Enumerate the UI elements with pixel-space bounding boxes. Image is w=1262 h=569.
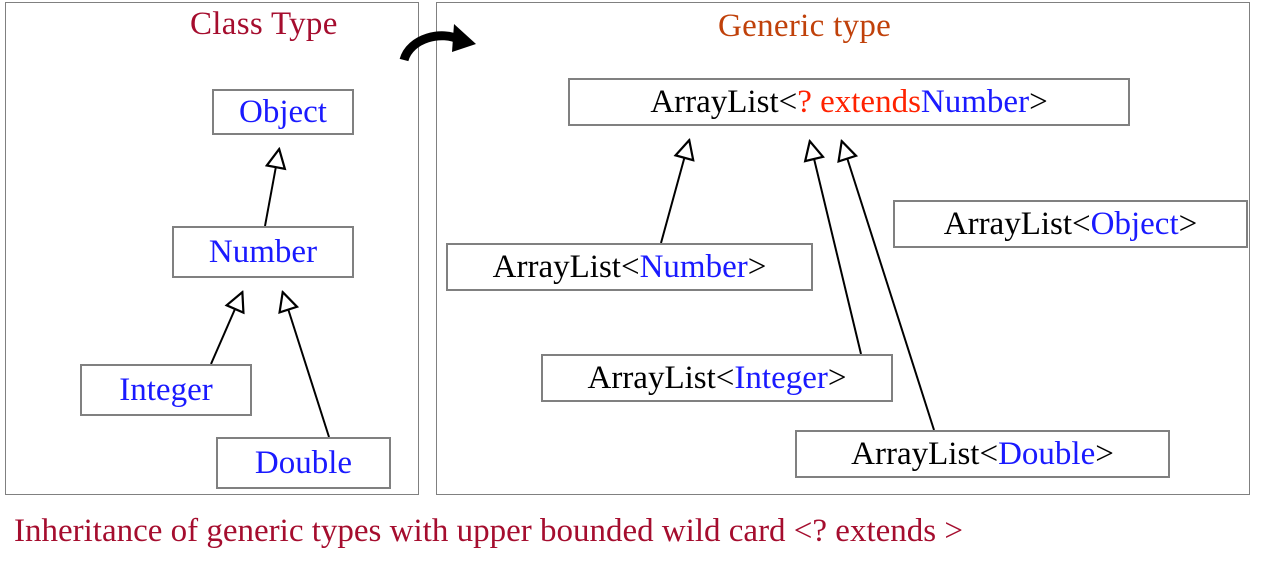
node-double-label: Double [254, 444, 353, 481]
node-arraylist-object-part-type: Object [1090, 205, 1179, 242]
panel-class-type-title: Class Type [190, 6, 338, 42]
node-object-label: Object [239, 93, 327, 130]
node-arraylist-double[interactable]: ArrayList<Double> [795, 430, 1170, 478]
node-double[interactable]: Double [216, 437, 391, 489]
node-number-label: Number [208, 233, 318, 270]
node-arraylist-integer-part-type: Integer [734, 359, 828, 396]
node-arraylist-object-part-suffix: > [1178, 205, 1198, 242]
node-object[interactable]: Object [212, 89, 354, 135]
node-wildcard-part-suffix: > [1029, 83, 1048, 120]
node-arraylist-wildcard-extends-number[interactable]: ArrayList< ? extends Number> [568, 78, 1130, 126]
node-wildcard-part-wildcard: ? extends [797, 83, 921, 120]
node-arraylist-integer-part-prefix: ArrayList< [587, 359, 735, 396]
node-number[interactable]: Number [172, 226, 354, 278]
panel-generic-type-title: Generic type [718, 8, 892, 44]
node-arraylist-number-part-prefix: ArrayList< [492, 248, 640, 285]
diagram-caption: Inheritance of generic types with upper … [14, 513, 963, 549]
node-integer[interactable]: Integer [80, 364, 252, 416]
node-arraylist-double-part-suffix: > [1095, 435, 1114, 472]
node-arraylist-double-part-prefix: ArrayList< [851, 435, 999, 472]
node-arraylist-number-part-type: Number [639, 248, 748, 285]
node-arraylist-number[interactable]: ArrayList<Number> [446, 243, 813, 291]
maps-to-arrow-icon [399, 24, 476, 62]
node-arraylist-object[interactable]: ArrayList<Object> [893, 200, 1248, 248]
node-wildcard-part-prefix: ArrayList< [650, 83, 798, 120]
node-integer-label: Integer [119, 371, 213, 408]
node-arraylist-object-part-prefix: ArrayList< [943, 205, 1091, 242]
node-wildcard-part-bound: Number [920, 83, 1030, 120]
node-arraylist-double-part-type: Double [998, 435, 1096, 472]
node-arraylist-integer-part-suffix: > [827, 359, 847, 396]
node-arraylist-integer[interactable]: ArrayList<Integer> [541, 354, 893, 402]
node-arraylist-number-part-suffix: > [747, 248, 767, 285]
